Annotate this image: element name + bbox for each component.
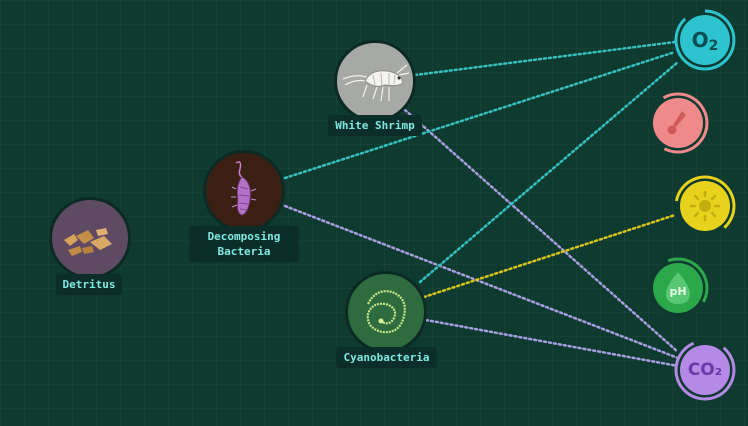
temperature-factor[interactable] [646,91,710,155]
link-white-shrimp-to-oxygen [413,40,677,77]
white-shrimp-label: White Shrimp [328,115,422,136]
link-cyanobacteria-to-light [422,213,677,299]
ph-drop-icon [647,257,709,319]
detritus-icon [64,228,112,256]
decomposing-bacteria-label: Decomposing Bacteria [189,226,299,262]
oxygen-o: O [691,28,709,52]
ph-factor[interactable]: pH [646,256,710,320]
link-decomposing-bacteria-to-carbon-dioxide [283,204,680,360]
decomposing-bacteria-node[interactable] [203,150,285,232]
decomposing-bacteria-label-line2: Bacteria [217,245,271,258]
decomposing-bacteria-label-line1: Decomposing [207,230,281,243]
co2-text: CO₂ [687,360,723,380]
co2-icon [674,339,736,401]
white-shrimp-node[interactable] [334,40,416,122]
link-decomposing-bacteria-to-oxygen [283,50,677,180]
cyanobacteria-label: Cyanobacteria [336,347,437,368]
carbon-dioxide-factor[interactable]: CO₂ [673,338,737,402]
detritus-label: Detritus [56,274,122,295]
cyanobacteria-icon [366,290,406,334]
detritus-node[interactable] [49,197,131,279]
light-factor[interactable] [673,174,737,238]
shrimp-icon [342,64,410,102]
ph-text: pH [669,284,687,298]
link-white-shrimp-to-carbon-dioxide [403,108,680,354]
oxygen-icon [674,9,736,71]
oxygen-sub: 2 [708,38,719,54]
link-cyanobacteria-to-oxygen [418,60,680,284]
thermometer-icon [647,92,709,154]
cyanobacteria-node[interactable] [345,271,427,353]
bacteria-icon [231,161,257,216]
sun-icon [674,175,736,237]
link-cyanobacteria-to-carbon-dioxide [424,318,680,368]
